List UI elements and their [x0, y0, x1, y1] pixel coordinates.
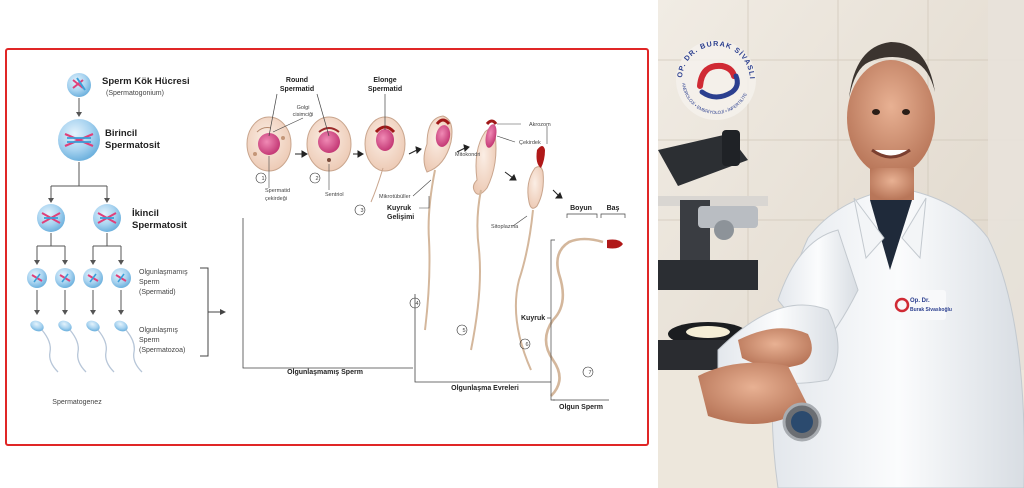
secondary-spermatocyte-right — [93, 204, 121, 232]
badge-text-2: Burak Sivaslıoğlu — [910, 307, 952, 313]
round-spermatid-label-1: Round — [286, 77, 308, 84]
elonge-spermatid-label-1: Elonge — [373, 77, 396, 84]
spermatid-nucleus-label-2: çekirdeği — [265, 196, 287, 202]
immature-sperm-label-1: Olgunlaşmamış — [139, 269, 188, 276]
step-3-label: 3 — [360, 208, 363, 214]
stem-cell-label: Sperm Kök Hücresi — [102, 76, 190, 87]
mikrotubuller-label: Mikrotübüller — [379, 194, 411, 200]
stage-2-cell — [306, 116, 352, 172]
cekirdek-label: Çekirdek — [519, 140, 541, 146]
golgi-label-1: Golgi — [297, 105, 310, 111]
step-5-label: 5 — [462, 328, 465, 334]
step-2-label: 2 — [315, 176, 318, 182]
badge-text-1: Op. Dr. — [910, 298, 930, 304]
golgi-label-2: cisimciği — [293, 112, 314, 118]
sentriol-label: Sentriol — [325, 192, 344, 198]
step-6-label: 6 — [525, 342, 528, 348]
maturation-stages-label: Olgunlaşma Evreleri — [451, 385, 519, 392]
head-label: Baş — [607, 205, 620, 212]
mature-sperm-label-1: Olgunlaşmış — [139, 327, 178, 334]
mature-sperm-label-3: (Spermatozoa) — [139, 347, 185, 354]
akrozom-label: Akrozom — [529, 122, 551, 128]
primary-spermatocyte-label-1: Birincil — [105, 128, 137, 139]
primary-spermatocyte — [58, 119, 100, 161]
neck-label: Boyun — [570, 205, 592, 212]
stage-4-cell — [423, 115, 453, 331]
spermatogenesis-footer-label: Spermatogenez — [52, 399, 102, 406]
step-7-label: 7 — [588, 370, 591, 376]
mitokondri-label: Mitokondri — [455, 152, 480, 158]
immature-sperm-bracket-label: Olgunlaşmamış Sperm — [287, 369, 363, 376]
sitoplazma-label: Sitoplazma — [491, 224, 519, 230]
coat-badge: Op. Dr. Burak Sivaslıoğlu — [890, 290, 952, 320]
primary-spermatocyte-label-2: Spermatosit — [105, 140, 161, 151]
secondary-spermatocyte-label-2: Spermatosit — [132, 220, 188, 231]
round-spermatid-label-2: Spermatid — [280, 86, 314, 93]
tail-development-label-1: Kuyruk — [387, 205, 411, 212]
logo-swoosh-blue-icon — [699, 73, 740, 100]
secondary-spermatocyte-label-1: İkincil — [132, 208, 159, 219]
stem-cell — [67, 73, 91, 97]
doctor-figure: Op. Dr. Burak Sivaslıoğlu — [698, 42, 1024, 488]
spermatozoa-group — [30, 320, 143, 373]
stage-7-mature-sperm — [544, 237, 623, 397]
microscope — [658, 130, 768, 370]
spermatid-nucleus-label-1: Spermatid — [265, 188, 290, 194]
spermatogenesis-diagram: Sperm Kök Hücresi (Spermatogonium) Birin… — [27, 73, 626, 411]
stage-arrows — [295, 144, 563, 199]
immature-sperm-label-2: Sperm — [139, 279, 160, 286]
mature-sperm-bracket-label: Olgun Sperm — [559, 404, 603, 411]
secondary-spermatocyte-left — [37, 204, 65, 232]
step-4-label: 4 — [415, 301, 418, 307]
spermatids — [27, 268, 131, 288]
step-1-label: 1 — [261, 176, 264, 182]
stage-5-cell — [470, 119, 498, 351]
stage-3-cell — [364, 116, 406, 203]
elonge-spermatid-label-2: Spermatid — [368, 86, 402, 93]
mature-sperm-label-2: Sperm — [139, 337, 160, 344]
stem-cell-sublabel: (Spermatogonium) — [106, 90, 164, 97]
doctor-photo: Op. Dr. Burak Sivaslıoğlu OP. DR. BURAK … — [658, 0, 1024, 488]
stage-6-cell — [514, 146, 545, 371]
logo-swoosh-red-icon — [697, 62, 737, 89]
tail-development-label-2: Gelişimi — [387, 214, 414, 221]
tail-label: Kuyruk — [521, 315, 545, 322]
immature-sperm-label-3: (Spermatid) — [139, 289, 176, 296]
spermatogenesis-diagram-frame: Sperm Kök Hücresi (Spermatogonium) Birin… — [5, 48, 649, 446]
